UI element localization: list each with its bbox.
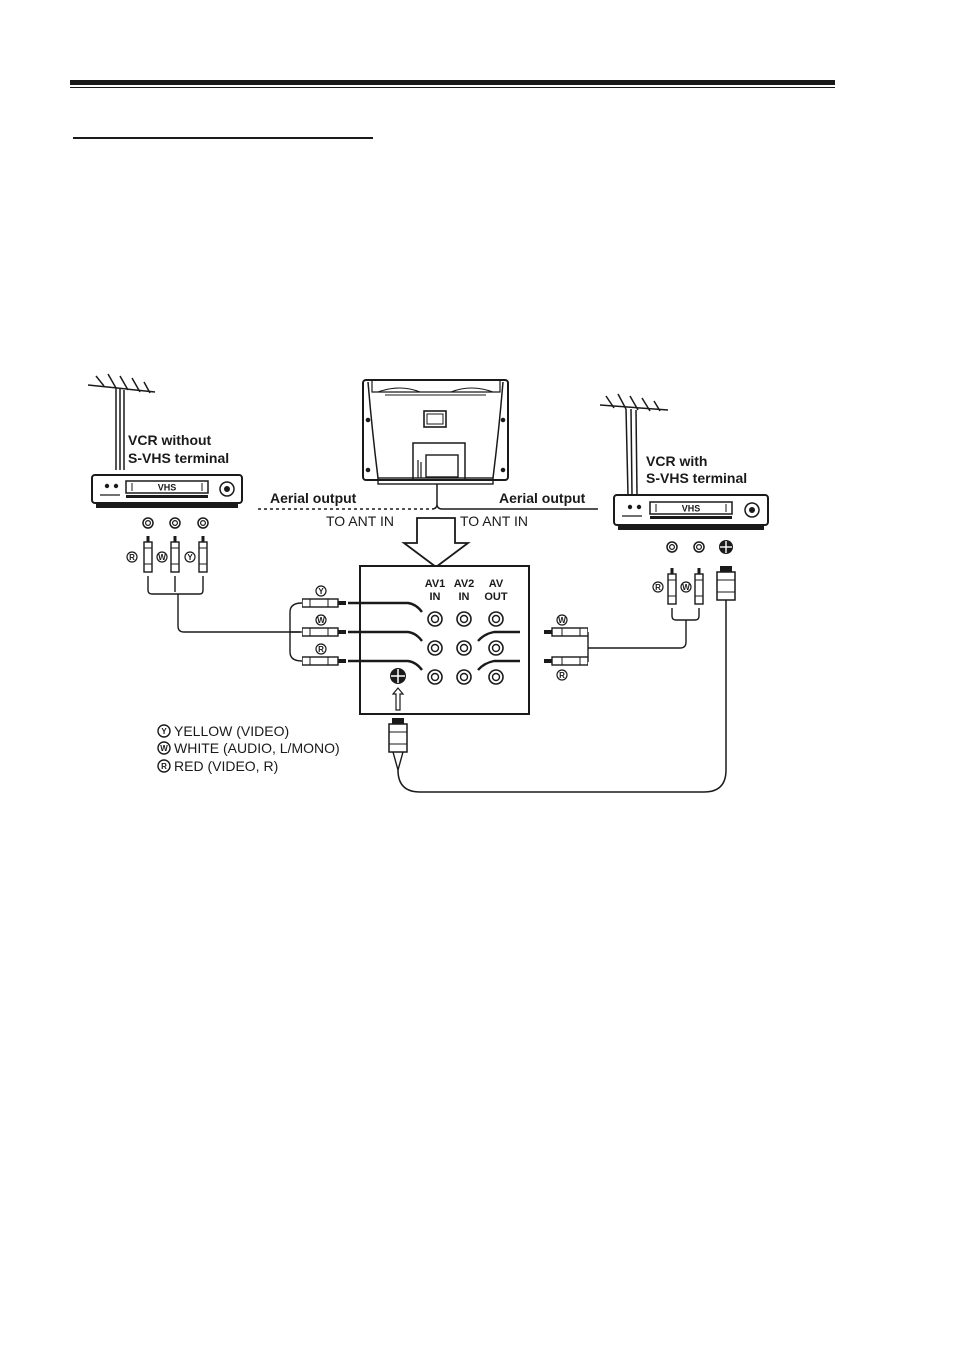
right-plug-mark-red: R — [655, 583, 661, 592]
legend-text-white: WHITE (AUDIO, L/MONO) — [174, 740, 340, 756]
panel-jacks — [390, 611, 504, 711]
right-av-cable — [587, 608, 700, 662]
down-arrow-icon — [401, 517, 471, 569]
left-plug-mark-yellow: Y — [187, 553, 193, 562]
av1-input-arrows — [348, 601, 423, 671]
right-plug-mark-white: W — [682, 583, 690, 592]
left-av-cable — [147, 576, 300, 633]
panel-right-mark-red-circle — [556, 669, 568, 681]
section-heading-underline — [73, 137, 373, 139]
right-vcr-label-line1: VCR with — [646, 453, 707, 469]
left-aerial-output-label: Aerial output — [270, 490, 357, 506]
left-antenna — [87, 373, 156, 470]
panel-avout-label-line1: AV — [489, 578, 504, 590]
panel-av1-label-line1: AV1 — [425, 578, 446, 590]
panel-right-mark-white: W — [558, 616, 566, 625]
right-aerial-output-label: Aerial output — [499, 490, 586, 506]
right-vcr-deck-label: VHS — [682, 504, 701, 514]
color-legend — [157, 724, 171, 773]
right-antenna — [599, 393, 669, 496]
legend-symbol-red: R — [161, 762, 167, 771]
panel-plug-mark-red: R — [318, 645, 324, 654]
panel-av2-label-line1: AV2 — [454, 578, 475, 590]
panel-av2-label-line2: IN — [459, 591, 470, 603]
tv-rear — [362, 379, 509, 504]
right-to-ant-label: TO ANT IN — [460, 513, 528, 529]
panel-right-plugs — [543, 627, 588, 666]
panel-avout-label-line2: OUT — [484, 591, 508, 603]
left-vcr-label-line1: VCR without — [128, 432, 212, 448]
right-vcr-label-line2: S-VHS terminal — [646, 470, 747, 486]
panel-plug-mark-yellow: Y — [318, 587, 324, 596]
left-plug-mark-red: R — [129, 553, 135, 562]
panel-left-plugs — [302, 585, 347, 666]
panel-right-mark-red: R — [559, 671, 565, 680]
header-rule-thin — [70, 87, 835, 88]
right-vcr — [613, 494, 769, 530]
panel-plug-mark-white: W — [317, 616, 325, 625]
left-vcr-plugs — [126, 536, 208, 573]
left-plug-mark-white: W — [158, 553, 166, 562]
panel-right-mark-white-circle — [556, 614, 568, 626]
legend-text-yellow: YELLOW (VIDEO) — [174, 723, 289, 739]
left-vcr-jacks — [142, 517, 209, 529]
s-video-cable — [397, 600, 727, 793]
panel-av1-label-line2: IN — [430, 591, 441, 603]
panel-left-cable-bundle — [289, 602, 303, 662]
av2-input-arrows — [477, 630, 520, 671]
left-vcr-label-line2: S-VHS terminal — [128, 450, 229, 466]
legend-text-red: RED (VIDEO, R) — [174, 758, 278, 774]
panel-s-video-plug — [388, 718, 408, 773]
left-vcr — [91, 474, 243, 508]
legend-symbol-white: W — [160, 744, 168, 753]
av-panel — [359, 565, 530, 715]
left-to-ant-label: TO ANT IN — [326, 513, 394, 529]
legend-symbol-yellow: Y — [161, 727, 167, 736]
right-vcr-jacks — [666, 540, 733, 554]
right-aerial-line — [431, 503, 598, 510]
right-vcr-plugs — [652, 566, 736, 605]
header-rule-thick — [70, 80, 835, 85]
left-vcr-deck-label: VHS — [158, 483, 177, 493]
